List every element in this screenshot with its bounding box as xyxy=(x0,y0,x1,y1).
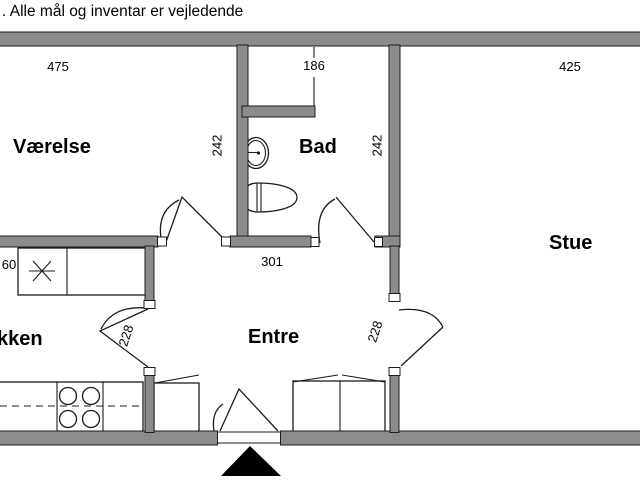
wall-bottom-left xyxy=(0,430,218,446)
plan-title: . Alle mål og inventar er vejledende xyxy=(2,3,244,20)
entrance-arrow-icon xyxy=(221,446,281,476)
stue-door-swing xyxy=(398,308,444,367)
wall-bad-niche xyxy=(241,105,316,118)
jamb-stue-bottom xyxy=(388,367,401,376)
dim-stue-width: 425 xyxy=(559,59,581,74)
room-label-bad: Bad xyxy=(299,136,337,158)
jamb-koekken-top xyxy=(143,300,156,309)
entre-cabinet xyxy=(153,374,200,433)
entrance-threshold xyxy=(217,431,281,444)
wall-bad-south-left xyxy=(229,235,312,248)
wall-entre-stue-lower xyxy=(389,375,400,433)
wall-vaerelse-south xyxy=(0,235,159,248)
jamb-bad-left xyxy=(310,237,320,247)
room-label-stue: Stue xyxy=(549,232,593,254)
kitchen-upper-counter xyxy=(17,247,148,296)
wall-bottom-right xyxy=(280,430,640,446)
wall-koekken-entre-lower xyxy=(144,375,155,433)
bad-door-swing xyxy=(318,196,375,244)
vaerelse-door-swing xyxy=(159,195,223,244)
dim-vaerelse-depth: 242 xyxy=(209,134,225,157)
jamb-vaerelse-left xyxy=(157,236,167,247)
dim-entre-width: 301 xyxy=(261,254,283,269)
sink-drain-icon xyxy=(29,260,55,282)
dim-bad-width: 186 xyxy=(303,58,325,73)
toilet-icon xyxy=(242,182,298,213)
room-label-entre: Entre xyxy=(248,326,300,348)
wall-koekken-entre-upper xyxy=(144,245,155,302)
dim-counter-depth: 60 xyxy=(1,257,17,272)
room-label-vaerelse: Værelse xyxy=(13,136,91,158)
kitchen-lower-counter xyxy=(0,381,144,433)
entrance-door-swing xyxy=(212,387,279,432)
walls xyxy=(0,31,640,446)
stove-burners-icon xyxy=(58,386,101,429)
entre-wardrobe xyxy=(292,374,386,433)
jamb-bad-right xyxy=(374,237,383,247)
wall-vaerelse-bad xyxy=(236,44,249,248)
jamb-koekken-bottom xyxy=(143,367,156,376)
room-label-koekken: kken xyxy=(0,328,43,350)
wall-entre-stue-upper xyxy=(389,245,400,295)
jamb-vaerelse-right xyxy=(221,236,231,247)
door-jambs xyxy=(143,236,401,444)
wall-bad-stue xyxy=(388,44,401,248)
jamb-stue-top xyxy=(388,293,401,302)
wall-top xyxy=(0,31,640,47)
koekken-door-swing xyxy=(98,307,149,368)
dim-bad-depth: 242 xyxy=(369,134,385,157)
dim-vaerelse-width: 475 xyxy=(47,59,69,74)
